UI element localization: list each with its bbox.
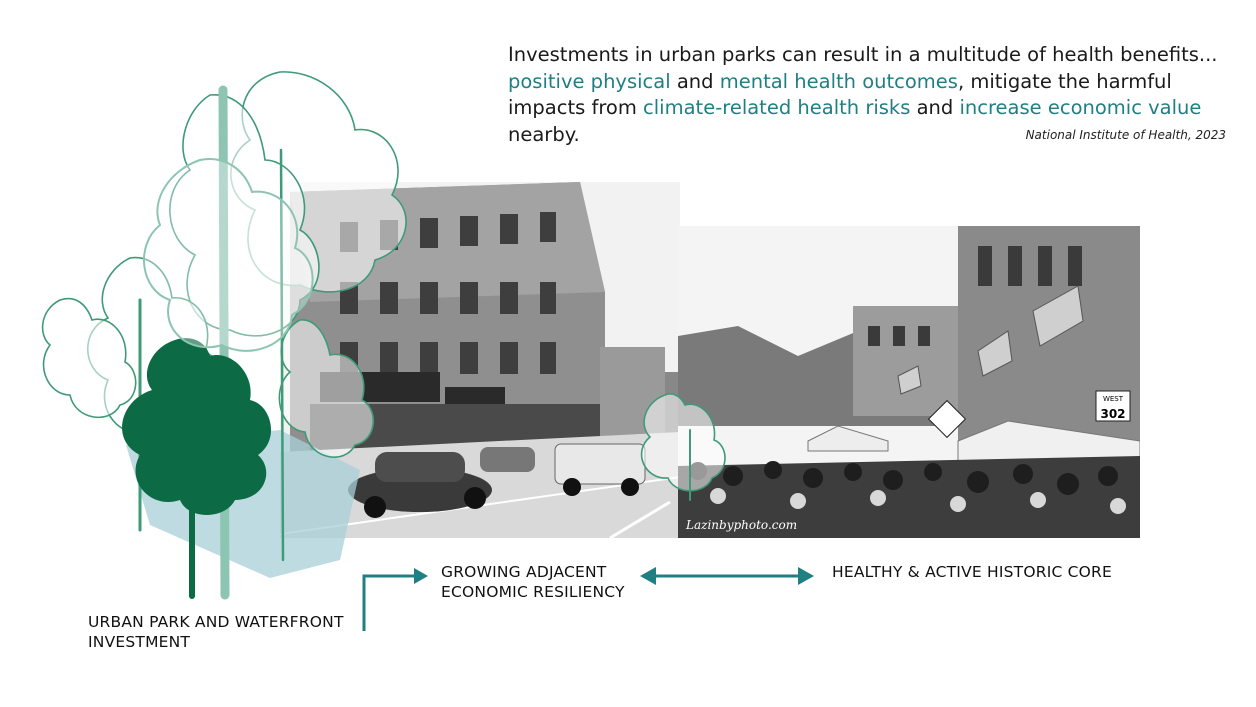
quote-text-1: and [670,69,720,93]
label-historic-core: HEALTHY & ACTIVE HISTORIC CORE [832,563,1113,581]
label-economic-resiliency: GROWING ADJACENT ECONOMIC RESILIENCY [441,563,625,601]
photo-watermark: Lazinbyphoto.com [685,518,797,532]
label-urban-park: URBAN PARK AND WATERFRONT INVESTMENT [88,613,344,651]
highlight-physical: positive physical [508,69,671,93]
highlight-mental: mental health outcomes [719,69,958,93]
dark-green-tree-canopy [122,338,272,515]
health-benefits-quote: Investments in urban parks can result in… [508,42,1243,148]
elbow-arrow [362,574,418,631]
quote-source: National Institute of Health, 2023 [1025,128,1226,142]
route-direction-text: WEST [1103,395,1124,403]
quote-text-4: nearby. [508,122,580,146]
light-teal-tree-canopy [143,158,314,352]
double-arrow-right-head [798,567,814,585]
quote-intro: Investments in urban parks can result in… [508,43,1218,66]
highlight-climate: climate-related health risks [643,96,911,119]
festival-crowd-photo: WEST 302 Lazinbyphoto.com [678,226,1140,538]
elbow-arrow-head [414,568,428,584]
route-number-text: 302 [1100,407,1125,421]
crowd-photo-drawing: WEST 302 Lazinbyphoto.com [678,226,1140,538]
quote-text-3: and [910,96,960,119]
quote-text-2: , mitigate the harmful impacts from [508,69,1172,120]
highlight-economic: increase economic value [959,96,1202,119]
double-arrow-left-head [640,567,656,585]
